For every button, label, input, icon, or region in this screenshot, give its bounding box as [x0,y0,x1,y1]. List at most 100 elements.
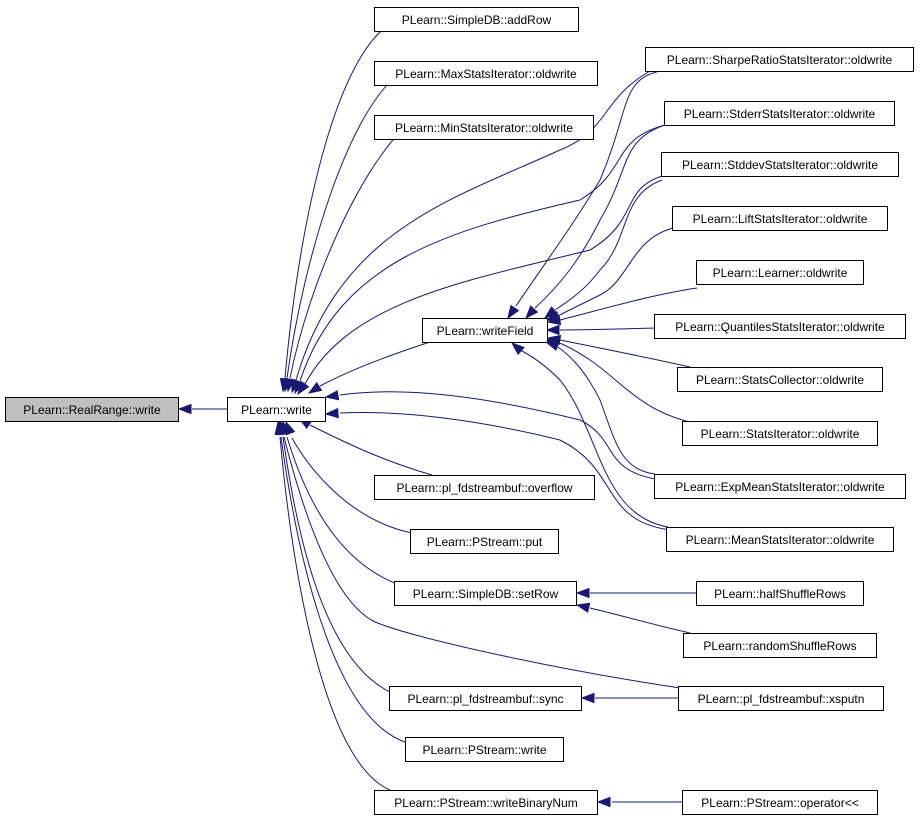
node-label: PLearn::pl_fdstreambuf::sync [407,692,563,706]
node-stddev[interactable]: PLearn::StddevStatsIterator::oldwrite [661,152,899,177]
edges-layer [177,18,698,808]
node-xsputn[interactable]: PLearn::pl_fdstreambuf::xsputn [678,686,884,711]
edge-addRow-to-write [284,18,401,379]
node-box [654,314,906,339]
node-randomShuffle[interactable]: PLearn::randomShuffleRows [683,633,877,658]
arrowhead [324,407,339,419]
node-expMean[interactable]: PLearn::ExpMeanStatsIterator::oldwrite [654,474,906,499]
node-label: PLearn::pl_fdstreambuf::xsputn [698,692,865,706]
node-sharpe[interactable]: PLearn::SharpeRatioStatsIterator::oldwri… [645,47,914,72]
edge-writeBinaryNum-to-write [279,436,391,791]
node-box [227,397,326,422]
node-label: PLearn::RealRange::write [23,403,161,417]
arrowhead [544,340,560,351]
edge-statsCollector-to-writeField [559,339,691,368]
edge-writeField-to-write [319,341,431,387]
edge-put-to-write [291,437,413,534]
arrowhead [545,324,560,336]
node-label: PLearn::write [241,403,312,417]
node-halfShuffle[interactable]: PLearn::halfShuffleRows [696,581,864,606]
arrowhead [596,796,611,808]
node-box [666,527,894,552]
edge-sync-to-write [282,436,393,694]
node-label: PLearn::StderrStatsIterator::oldwrite [684,107,876,121]
node-writeField[interactable]: PLearn::writeField [422,318,548,343]
node-box [410,529,559,554]
node-overflow[interactable]: PLearn::pl_fdstreambuf::overflow [374,475,595,500]
node-label: PLearn::PStream::operator<< [701,796,858,810]
node-label: PLearn::MeanStatsIterator::oldwrite [686,533,875,547]
arrowhead [177,403,192,415]
arrowhead [575,602,591,613]
node-box [389,686,582,711]
node-mean[interactable]: PLearn::MeanStatsIterator::oldwrite [666,527,894,552]
node-quantiles[interactable]: PLearn::QuantilesStatsIterator::oldwrite [654,314,906,339]
node-stderr[interactable]: PLearn::StderrStatsIterator::oldwrite [664,101,895,126]
edge-quantiles-to-writeField [559,327,656,331]
node-realrange[interactable]: PLearn::RealRange::write [5,397,179,422]
node-pwrite[interactable]: PLearn::PStream::write [405,737,564,762]
arrowhead [580,692,595,704]
node-statsCollector[interactable]: PLearn::StatsCollector::oldwrite [677,367,883,392]
node-box [661,152,899,177]
arrowhead [546,314,562,326]
arrowhead [575,587,590,599]
node-writeBinaryNum[interactable]: PLearn::PStream::writeBinaryNum [374,790,598,815]
edge-stddev-to-writeField [554,179,663,311]
node-label: PLearn::StatsIterator::oldwrite [701,427,860,441]
node-sync[interactable]: PLearn::pl_fdstreambuf::sync [389,686,582,711]
node-label: PLearn::writeField [437,324,534,338]
node-maxStats[interactable]: PLearn::MaxStatsIterator::oldwrite [374,61,598,86]
edge-expMean-to-write [339,391,661,481]
node-box [678,686,884,711]
node-label: PLearn::PStream::write [422,743,546,757]
node-label: PLearn::pl_fdstreambuf::overflow [396,481,572,495]
node-box [672,206,888,231]
node-label: PLearn::MinStatsIterator::oldwrite [395,121,573,135]
node-learner[interactable]: PLearn::Learner::oldwrite [696,260,864,285]
node-box [696,581,864,606]
arrowhead [297,380,310,396]
node-label: PLearn::MaxStatsIterator::oldwrite [395,67,577,81]
edge-mean-to-write [339,411,671,531]
edge-randomShuffle-to-setRow [589,607,691,634]
node-box [5,397,179,422]
node-box [683,633,877,658]
node-box [374,475,595,500]
node-addRow[interactable]: PLearn::SimpleDB::addRow [374,7,579,32]
edge-expMean-to-writeField [554,344,656,475]
node-opShift[interactable]: PLearn::PStream::operator<< [682,790,878,815]
edge-stderr-to-writeField [534,124,666,309]
node-box [374,7,579,32]
node-label: PLearn::SimpleDB::addRow [402,13,552,27]
node-put[interactable]: PLearn::PStream::put [410,529,559,554]
node-box [374,115,594,140]
node-box [374,790,598,815]
edge-pwrite-to-write [280,436,409,744]
node-label: PLearn::SharpeRatioStatsIterator::oldwri… [667,53,893,67]
node-label: PLearn::StddevStatsIterator::oldwrite [682,158,878,172]
edge-minStats-to-write [289,126,406,379]
node-minStats[interactable]: PLearn::MinStatsIterator::oldwrite [374,115,594,140]
node-box [682,790,878,815]
edge-stderr-to-write [299,124,666,382]
node-label: PLearn::SimpleDB::setRow [413,587,559,601]
arrowhead [525,305,539,320]
node-statsIterator[interactable]: PLearn::StatsIterator::oldwrite [682,421,878,446]
node-label: PLearn::QuantilesStatsIterator::oldwrite [675,320,885,334]
node-write[interactable]: PLearn::write [227,397,326,422]
node-box [664,101,895,126]
node-label: PLearn::PStream::writeBinaryNum [394,796,577,810]
node-label: PLearn::ExpMeanStatsIterator::oldwrite [675,480,885,494]
node-setRow[interactable]: PLearn::SimpleDB::setRow [394,581,577,606]
node-label: PLearn::StatsCollector::oldwrite [696,373,864,387]
node-box [645,47,914,72]
arrowhead [307,381,323,394]
edge-lift-to-writeField [557,227,674,317]
edge-xsputn-to-write [283,436,681,689]
node-label: PLearn::PStream::put [427,535,543,549]
edge-sharpe-to-write [295,70,651,381]
node-lift[interactable]: PLearn::LiftStatsIterator::oldwrite [672,206,888,231]
